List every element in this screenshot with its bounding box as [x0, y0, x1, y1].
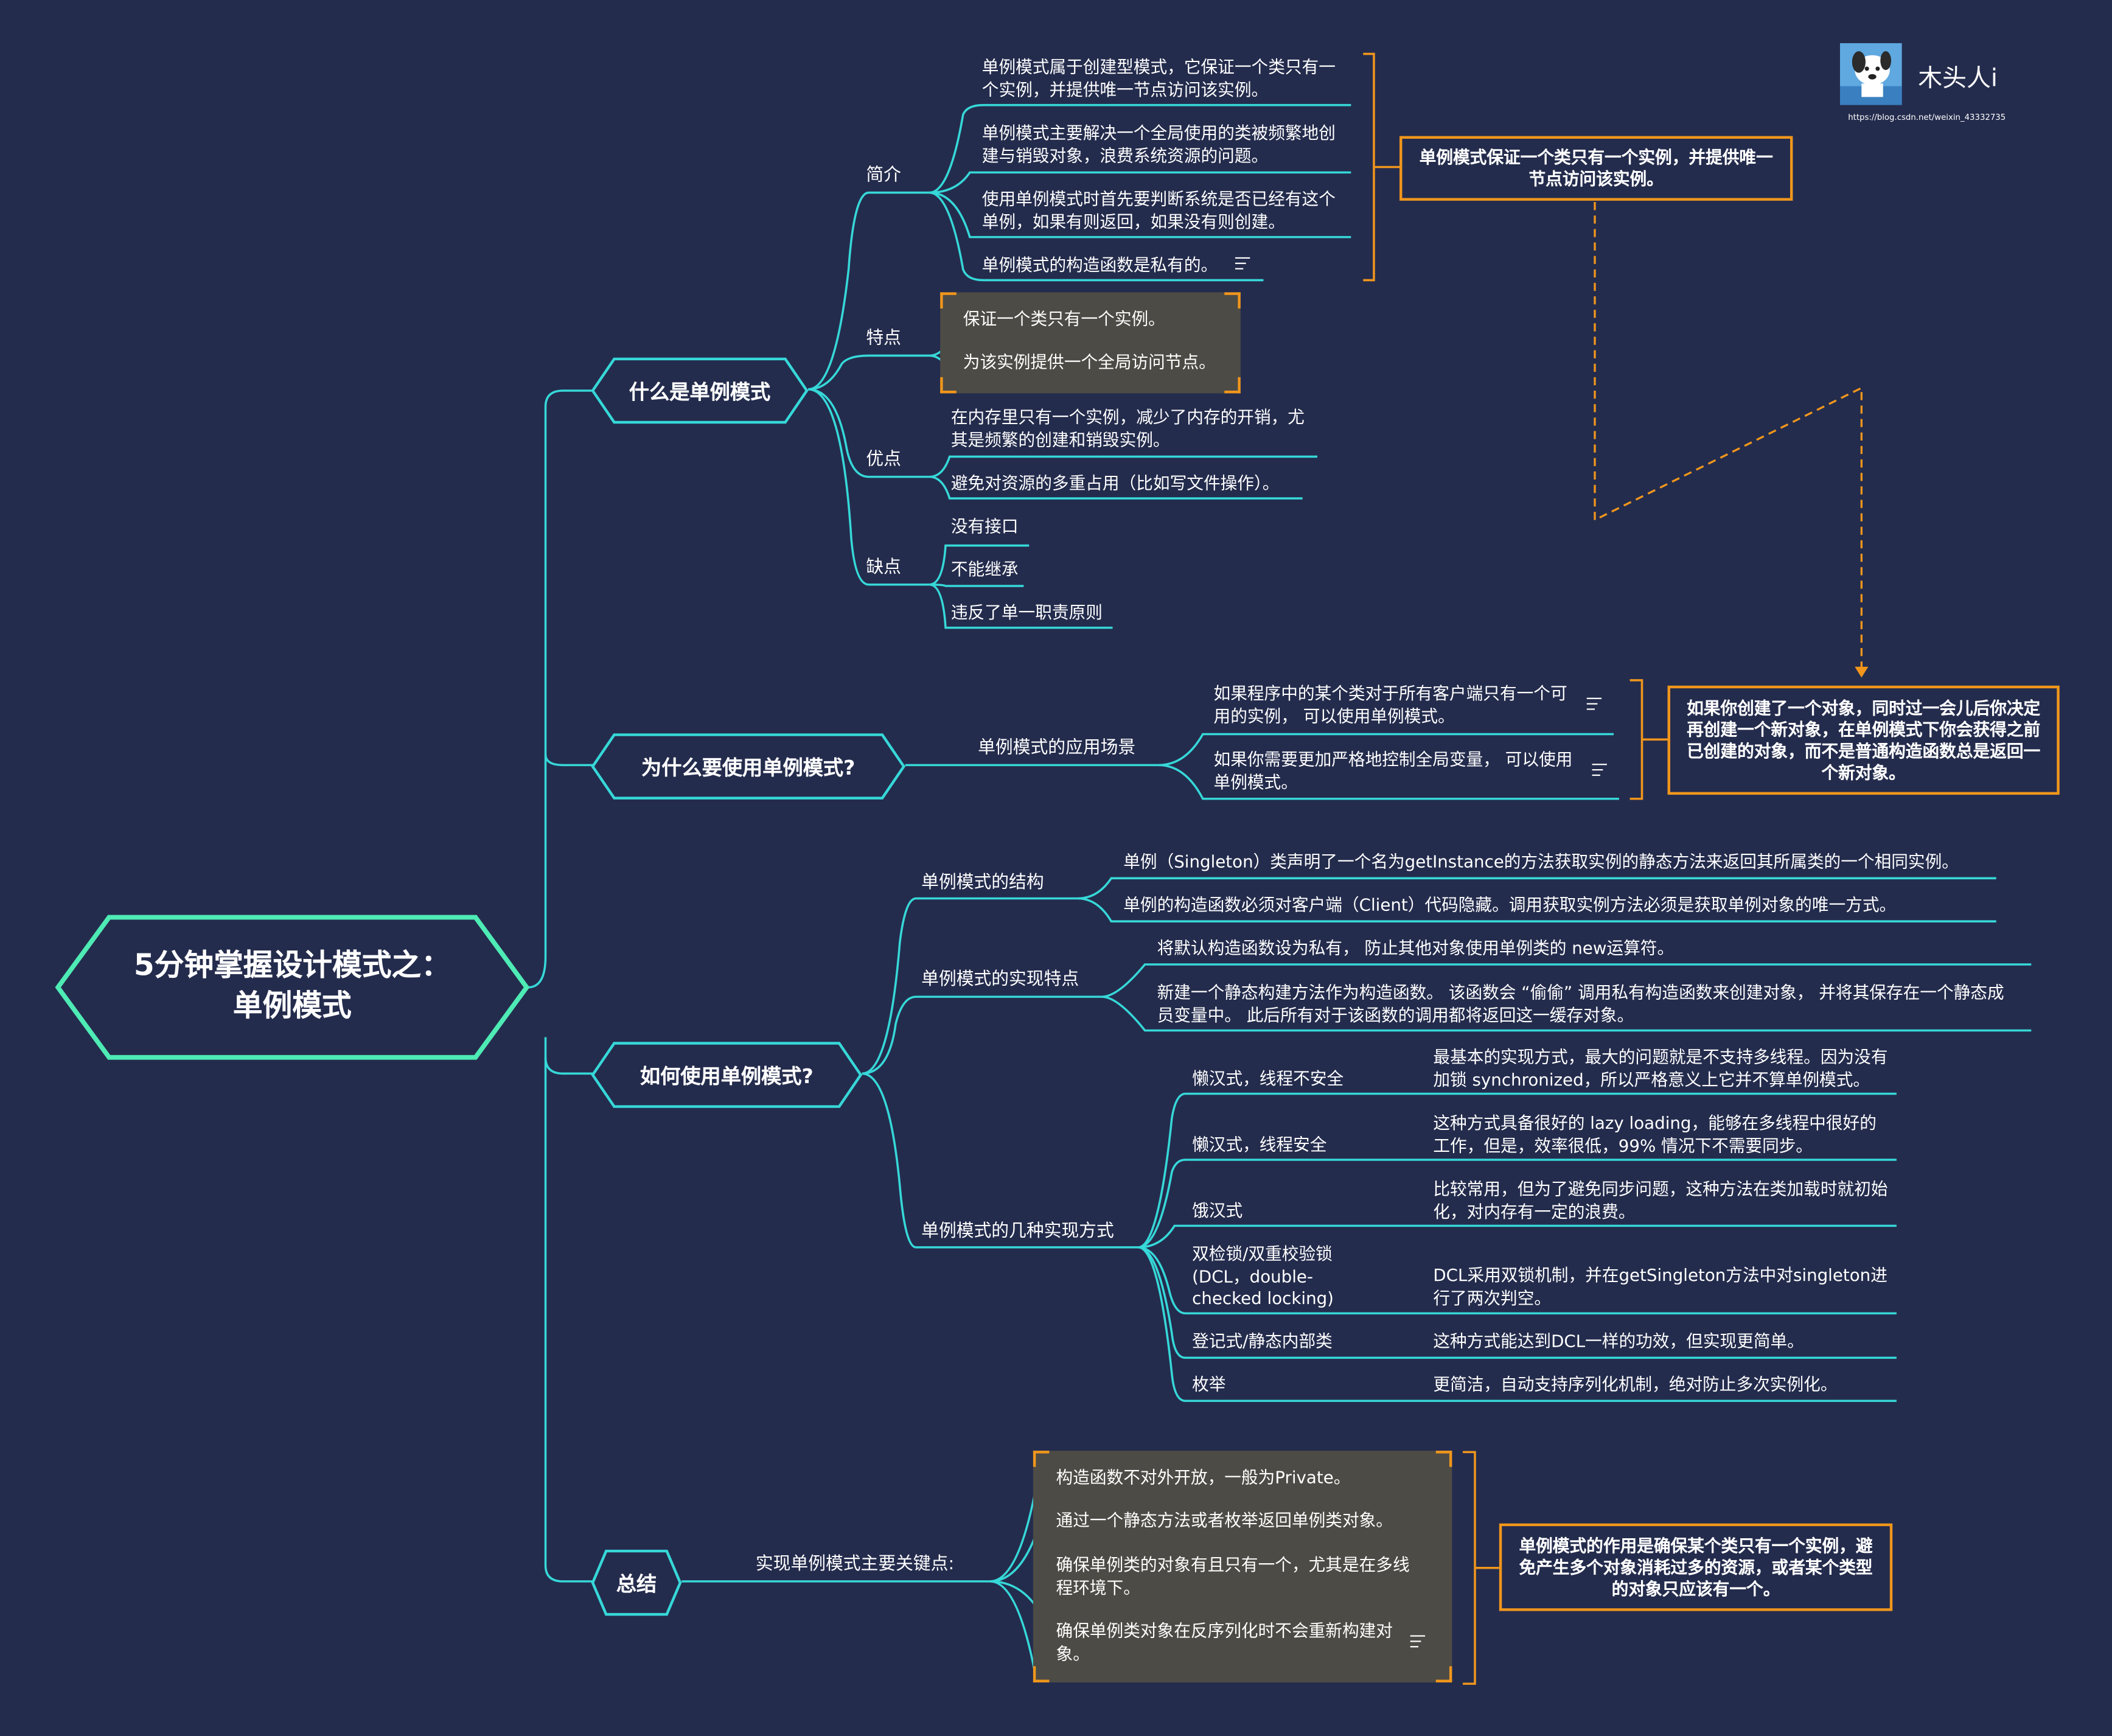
- node-why-title: 为什么要使用单例模式?: [641, 755, 856, 779]
- root-title-line1: 5分钟掌握设计模式之：: [133, 949, 451, 984]
- notes-icon[interactable]: [1410, 1635, 1426, 1648]
- structure-item[interactable]: 单例（Singleton）类声明了一个名为getInstance的方法获取实例的…: [1123, 851, 1959, 872]
- feature-item[interactable]: 为该实例提供一个全局访问节点。: [963, 351, 1216, 372]
- way-desc[interactable]: 这种方式具备很好的 lazy loading，能够在多线程中很好的工作，但是，效…: [1433, 1112, 1877, 1156]
- pros-item[interactable]: 在内存里只有一个实例，减少了内存的开销，尤其是频繁的创建和销毁实例。: [950, 406, 1305, 450]
- node-summary-title: 总结: [616, 1571, 657, 1596]
- node-how[interactable]: 如何使用单例模式?: [590, 1041, 863, 1109]
- pros-item[interactable]: 避免对资源的多重占用（比如写文件操作）。: [950, 473, 1280, 493]
- intro-item[interactable]: 使用单例模式时首先要判断系统是否已经有这个单例，如果有则返回，如果没有则创建。: [981, 188, 1336, 231]
- label-scene[interactable]: 单例模式的应用场景: [978, 738, 1136, 759]
- label-cons[interactable]: 缺点: [866, 557, 901, 578]
- brand-name: 木头人i: [1918, 64, 1998, 93]
- label-keypoints[interactable]: 实现单例模式主要关键点:: [755, 1554, 955, 1575]
- notes-icon[interactable]: [1586, 697, 1602, 710]
- way-name[interactable]: 懒汉式，线程不安全: [1192, 1068, 1344, 1089]
- keypoint-item[interactable]: 确保单例类对象在反序列化时不会重新构建对象。: [1056, 1620, 1393, 1663]
- way-name[interactable]: 双检锁/双重校验锁(DCL，double-checked locking): [1192, 1243, 1334, 1308]
- node-how-title: 如何使用单例模式?: [640, 1063, 814, 1088]
- way-desc[interactable]: DCL采用双锁机制，并在getSingleton方法中对singleton进行了…: [1433, 1264, 1887, 1308]
- way-desc[interactable]: 比较常用，但为了避免同步问题，这种方法在类加载时就初始化，对内存有一定的浪费。: [1433, 1178, 1888, 1221]
- feature-item[interactable]: 保证一个类只有一个实例。: [963, 308, 1165, 329]
- keypoints-highlight-box: [1033, 1451, 1452, 1682]
- way-name[interactable]: 懒汉式，线程安全: [1192, 1134, 1327, 1155]
- cons-item[interactable]: 没有接口: [950, 515, 1019, 537]
- cons-item[interactable]: 违反了单一职责原则: [950, 602, 1103, 622]
- note-scene-summary[interactable]: 如果你创建了一个对象，同时过一会儿后你决定再创建一个新对象，在单例模式下你会获得…: [1667, 685, 2060, 795]
- note-intro-summary[interactable]: 单例模式保证一个类只有一个实例，并提供唯一节点访问该实例。: [1399, 136, 1793, 201]
- intro-item[interactable]: 单例模式的构造函数是私有的。: [981, 254, 1218, 275]
- node-what-title: 什么是单例模式: [629, 379, 771, 404]
- notes-icon[interactable]: [1235, 257, 1250, 270]
- impl-item[interactable]: 新建一个静态构建方法作为构造函数。 该函数会 “偷偷” 调用私有构造函数来创建对…: [1157, 981, 2004, 1025]
- label-impl[interactable]: 单例模式的实现特点: [921, 969, 1079, 991]
- way-name[interactable]: 枚举: [1192, 1373, 1226, 1395]
- intro-item[interactable]: 单例模式属于创建型模式，它保证一个类只有一个实例，并提供唯一节点访问该实例。: [981, 56, 1336, 99]
- dog-logo-icon: [1839, 43, 1902, 105]
- way-desc[interactable]: 这种方式能达到DCL一样的功效，但实现更简单。: [1433, 1331, 1804, 1351]
- label-ways[interactable]: 单例模式的几种实现方式: [921, 1221, 1114, 1243]
- note-key-summary[interactable]: 单例模式的作用是确保某个类只有一个实例，避免产生多个对象消耗过多的资源，或者某个…: [1499, 1523, 1893, 1611]
- node-summary[interactable]: 总结: [590, 1549, 683, 1617]
- label-intro[interactable]: 简介: [866, 166, 901, 186]
- notes-icon[interactable]: [1592, 764, 1607, 776]
- structure-item[interactable]: 单例的构造函数必须对客户端（Client）代码隐藏。调用获取实例方法必须是获取单…: [1123, 894, 1897, 915]
- label-pros[interactable]: 优点: [866, 450, 901, 470]
- features-highlight-box: [940, 292, 1241, 394]
- label-features[interactable]: 特点: [866, 329, 901, 349]
- label-structure[interactable]: 单例模式的结构: [921, 873, 1044, 893]
- keypoint-item[interactable]: 通过一个静态方法或者枚举返回单例类对象。: [1056, 1510, 1393, 1530]
- scene-item[interactable]: 如果程序中的某个类对于所有客户端只有一个可用的实例， 可以使用单例模式。: [1213, 683, 1567, 726]
- node-what[interactable]: 什么是单例模式: [590, 357, 810, 425]
- cons-item[interactable]: 不能继承: [950, 559, 1019, 579]
- way-desc[interactable]: 更简洁，自动支持序列化机制，绝对防止多次实例化。: [1433, 1373, 1838, 1395]
- keypoint-item[interactable]: 构造函数不对外开放，一般为Private。: [1056, 1466, 1351, 1487]
- node-why[interactable]: 为什么要使用单例模式?: [590, 733, 907, 800]
- root-node[interactable]: 5分钟掌握设计模式之： 单例模式: [55, 915, 529, 1060]
- way-desc[interactable]: 最基本的实现方式，最大的问题就是不支持多线程。因为没有加锁 synchroniz…: [1433, 1047, 1888, 1089]
- intro-item[interactable]: 单例模式主要解决一个全局使用的类被频繁地创建与销毁对象，浪费系统资源的问题。: [981, 122, 1336, 166]
- keypoint-item[interactable]: 确保单例类的对象有且只有一个，尤其是在多线程环境下。: [1056, 1554, 1410, 1597]
- way-name[interactable]: 饿汉式: [1192, 1200, 1243, 1221]
- impl-item[interactable]: 将默认构造函数设为私有， 防止其他对象使用单例类的 new运算符。: [1157, 937, 1675, 958]
- way-name[interactable]: 登记式/静态内部类: [1192, 1331, 1333, 1351]
- root-title-line2: 单例模式: [232, 990, 352, 1024]
- scene-item[interactable]: 如果你需要更加严格地控制全局变量， 可以使用单例模式。: [1213, 748, 1573, 792]
- brand-url[interactable]: https://blog.csdn.net/weixin_43332735: [1848, 113, 2006, 123]
